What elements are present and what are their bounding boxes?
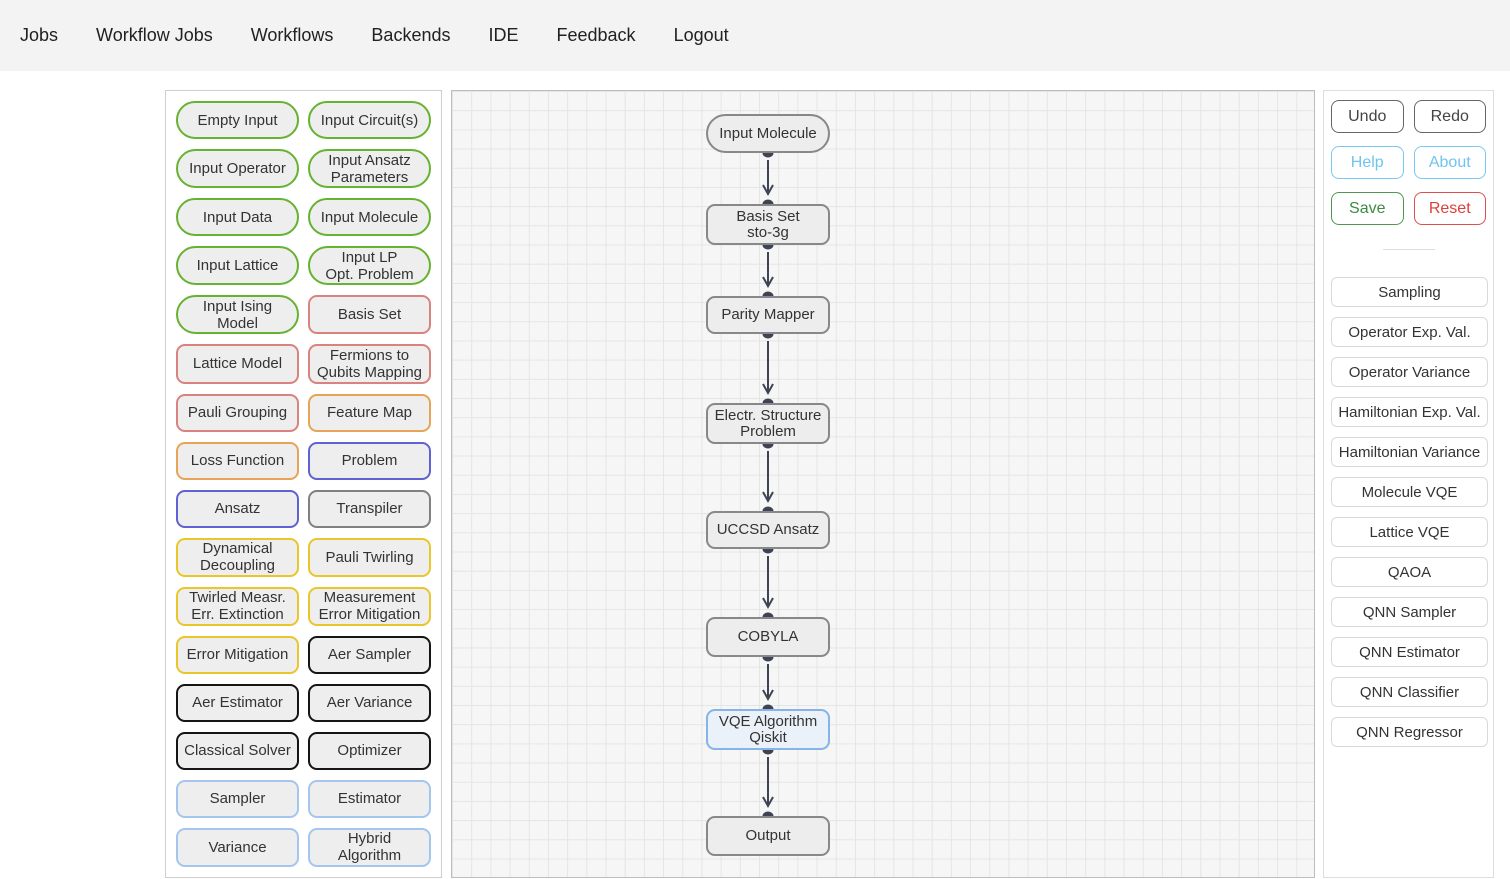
nav-item-logout[interactable]: Logout	[673, 25, 729, 45]
flow-node-uccsd-ansatz[interactable]: UCCSD Ansatz	[706, 511, 830, 549]
flow-node-output[interactable]: Output	[706, 816, 830, 856]
palette-item-ansatz[interactable]: Ansatz	[176, 489, 299, 528]
preset-button-hamiltonian-exp-val[interactable]: Hamiltonian Exp. Val.	[1331, 397, 1488, 427]
palette-item-fermions-to-qubits-mapping[interactable]: Fermions to Qubits Mapping	[308, 344, 431, 384]
help-button[interactable]: Help	[1331, 146, 1404, 179]
preset-button-hamiltonian-variance[interactable]: Hamiltonian Variance	[1331, 437, 1488, 467]
palette-item-input-ansatz-parameters[interactable]: Input Ansatz Parameters	[308, 149, 431, 189]
flow-connectors	[762, 148, 774, 821]
palette-item-transpiler[interactable]: Transpiler	[308, 489, 431, 528]
save-button[interactable]: Save	[1331, 192, 1404, 225]
palette-item-input-data[interactable]: Input Data	[176, 198, 299, 237]
preset-button-qnn-classifier[interactable]: QNN Classifier	[1331, 677, 1488, 707]
preset-button-lattice-vqe[interactable]: Lattice VQE	[1331, 517, 1488, 547]
flow-node-electr-structure-problem[interactable]: Electr. Structure Problem	[706, 403, 830, 444]
nav-item-workflows[interactable]: Workflows	[250, 25, 334, 45]
palette-item-input-lattice[interactable]: Input Lattice	[176, 246, 299, 286]
palette-item-input-molecule[interactable]: Input Molecule	[308, 198, 431, 237]
palette-item-aer-variance[interactable]: Aer Variance	[308, 683, 431, 722]
palette-item-aer-estimator[interactable]: Aer Estimator	[176, 683, 299, 722]
nav-item-ide[interactable]: IDE	[488, 25, 519, 45]
node-palette: Empty Input Input Circuit(s) Input Opera…	[165, 90, 442, 878]
connector-arrowhead	[762, 383, 774, 396]
palette-item-optimizer[interactable]: Optimizer	[308, 731, 431, 770]
reset-button[interactable]: Reset	[1413, 192, 1486, 225]
preset-button-qnn-regressor[interactable]: QNN Regressor	[1331, 717, 1488, 747]
palette-item-variance[interactable]: Variance	[176, 827, 299, 867]
flow-node-input-molecule[interactable]: Input Molecule	[706, 114, 830, 153]
connector-arrowhead	[762, 491, 774, 504]
side-panel: Undo Redo Help About Save Reset Sampling…	[1323, 90, 1494, 878]
preset-button-molecule-vqe[interactable]: Molecule VQE	[1331, 477, 1488, 507]
nav-item-backends[interactable]: Backends	[371, 25, 451, 45]
palette-item-measurement-error-mitigation[interactable]: Measurement Error Mitigation	[308, 586, 431, 626]
workflow-canvas[interactable]: Input Molecule Basis Set sto-3g Parity M…	[451, 90, 1315, 878]
palette-item-aer-sampler[interactable]: Aer Sampler	[308, 635, 431, 674]
nav-item-workflow-jobs[interactable]: Workflow Jobs	[96, 25, 213, 45]
palette-item-problem[interactable]: Problem	[308, 441, 431, 480]
navbar: Jobs Workflow Jobs Workflows Backends ID…	[0, 0, 1510, 71]
flow-node-parity-mapper[interactable]: Parity Mapper	[706, 296, 830, 334]
palette-item-feature-map[interactable]: Feature Map	[308, 393, 431, 432]
about-button[interactable]: About	[1413, 146, 1486, 179]
palette-item-empty-input[interactable]: Empty Input	[176, 101, 299, 139]
connector-arrowhead	[762, 184, 774, 197]
connector-arrowhead	[762, 689, 774, 702]
palette-item-pauli-twirling[interactable]: Pauli Twirling	[308, 537, 431, 577]
palette-item-hybrid-algorithm[interactable]: Hybrid Algorithm	[308, 827, 431, 867]
connector-arrowhead	[762, 276, 774, 289]
palette-item-estimator[interactable]: Estimator	[308, 779, 431, 818]
connector-arrowhead	[762, 597, 774, 610]
palette-item-error-mitigation[interactable]: Error Mitigation	[176, 635, 299, 674]
palette-item-classical-solver[interactable]: Classical Solver	[176, 731, 299, 770]
preset-button-qnn-estimator[interactable]: QNN Estimator	[1331, 637, 1488, 667]
preset-button-sampling[interactable]: Sampling	[1331, 277, 1488, 307]
preset-button-qaoa[interactable]: QAOA	[1331, 557, 1488, 587]
palette-item-input-operator[interactable]: Input Operator	[176, 149, 299, 189]
palette-item-input-circuits[interactable]: Input Circuit(s)	[308, 101, 431, 139]
preset-workflow-list: Sampling Operator Exp. Val. Operator Var…	[1331, 277, 1488, 747]
palette-item-twirled-measr-err-extinction[interactable]: Twirled Measr. Err. Extinction	[176, 586, 299, 626]
redo-button[interactable]: Redo	[1413, 100, 1486, 133]
palette-item-loss-function[interactable]: Loss Function	[176, 441, 299, 480]
palette-item-pauli-grouping[interactable]: Pauli Grouping	[176, 393, 299, 432]
palette-item-dynamical-decoupling[interactable]: Dynamical Decoupling	[176, 537, 299, 577]
nav-item-jobs[interactable]: Jobs	[20, 25, 59, 45]
palette-item-basis-set[interactable]: Basis Set	[308, 295, 431, 335]
nav-item-feedback[interactable]: Feedback	[556, 25, 636, 45]
palette-item-input-lp-opt-problem[interactable]: Input LP Opt. Problem	[308, 246, 431, 286]
connector-arrowhead	[762, 796, 774, 809]
flow-node-cobyla[interactable]: COBYLA	[706, 617, 830, 657]
preset-button-operator-exp-val[interactable]: Operator Exp. Val.	[1331, 317, 1488, 347]
preset-button-qnn-sampler[interactable]: QNN Sampler	[1331, 597, 1488, 627]
palette-item-lattice-model[interactable]: Lattice Model	[176, 344, 299, 384]
flow-node-vqe-algorithm-qiskit[interactable]: VQE Algorithm Qiskit	[706, 709, 830, 750]
flow-node-basis-set[interactable]: Basis Set sto-3g	[706, 204, 830, 245]
preset-button-operator-variance[interactable]: Operator Variance	[1331, 357, 1488, 387]
palette-item-input-ising-model[interactable]: Input Ising Model	[176, 295, 299, 335]
divider	[1382, 249, 1435, 250]
undo-button[interactable]: Undo	[1331, 100, 1404, 133]
palette-item-sampler[interactable]: Sampler	[176, 779, 299, 818]
action-buttons: Undo Redo Help About Save Reset	[1331, 100, 1486, 225]
